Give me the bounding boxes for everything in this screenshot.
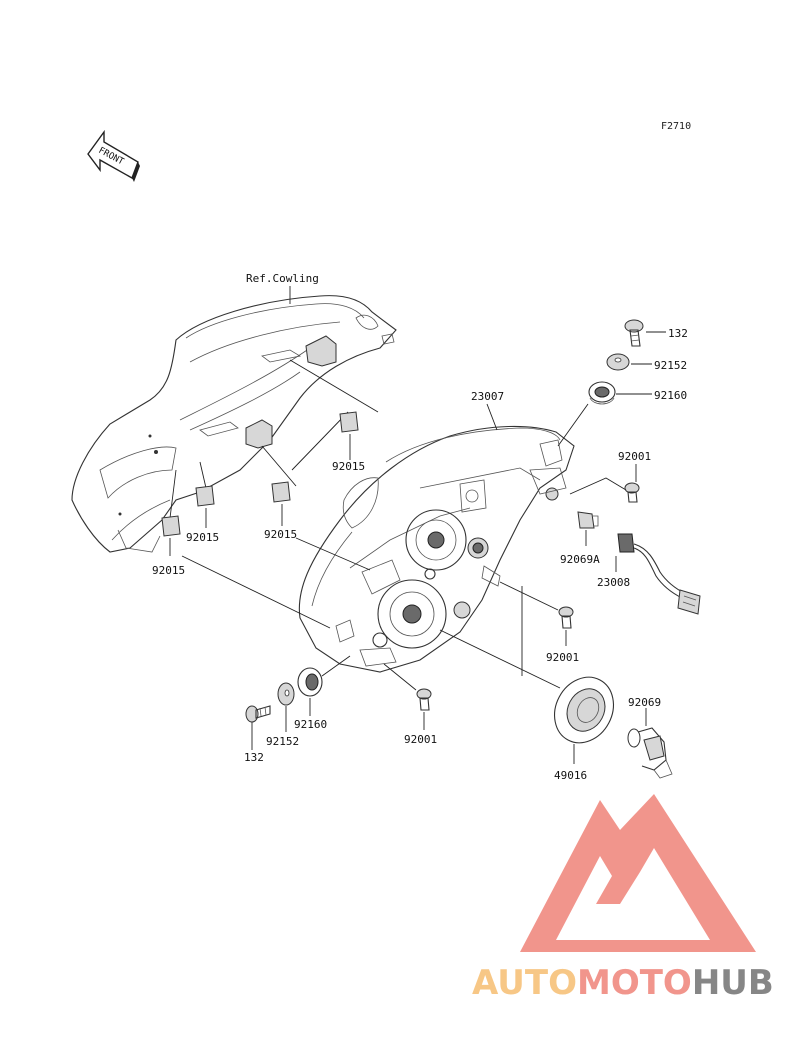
- part-92015-d: 92015: [152, 564, 185, 577]
- screw-132-top: [624, 319, 644, 347]
- washer-92152-bottom: [277, 682, 295, 706]
- part-132-top: 132: [668, 327, 688, 340]
- grommet-92160-bottom: [297, 667, 323, 697]
- part-132-bottom: 132: [244, 751, 264, 764]
- screw-92001-bottom: [416, 688, 432, 711]
- part-92001-bottom: 92001: [404, 733, 437, 746]
- figure-code: F2710: [661, 121, 691, 132]
- bulb-92069A: [577, 511, 599, 529]
- screw-92001-right: [624, 482, 640, 503]
- part-92069: 92069: [628, 696, 661, 709]
- part-92160-top: 92160: [654, 389, 687, 402]
- part-23008: 23008: [597, 576, 630, 589]
- part-92069A: 92069A: [560, 553, 600, 566]
- part-92160-bottom: 92160: [294, 718, 327, 731]
- part-92015-b: 92015: [264, 528, 297, 541]
- headlight-assembly: [298, 425, 575, 673]
- cowling-shape: [71, 295, 397, 553]
- part-92152-top: 92152: [654, 359, 687, 372]
- ref-cowling-label: Ref.Cowling: [246, 272, 319, 285]
- part-92001-mid: 92001: [546, 651, 579, 664]
- screw-92001-mid: [558, 606, 574, 629]
- bulb-92069: [627, 727, 673, 779]
- logo-text-auto: AUTOMOTOHUB: [472, 963, 774, 1003]
- front-arrow-icon: FRONT: [87, 129, 140, 182]
- automotohub-logo: AUTOMOTOHUB: [472, 794, 774, 1003]
- part-23007: 23007: [471, 390, 504, 403]
- part-49016: 49016: [554, 769, 587, 782]
- part-92015-c: 92015: [186, 531, 219, 544]
- clip-nut-92015: [161, 411, 359, 537]
- socket-23008: [617, 533, 701, 615]
- dust-cover-49016: [554, 676, 614, 744]
- part-92152-bottom: 92152: [266, 735, 299, 748]
- part-92015-a: 92015: [332, 460, 365, 473]
- screw-132-bottom: [245, 705, 271, 723]
- grommet-92160-top: [588, 381, 616, 405]
- part-92001-right: 92001: [618, 450, 651, 463]
- washer-92152-top: [606, 353, 630, 371]
